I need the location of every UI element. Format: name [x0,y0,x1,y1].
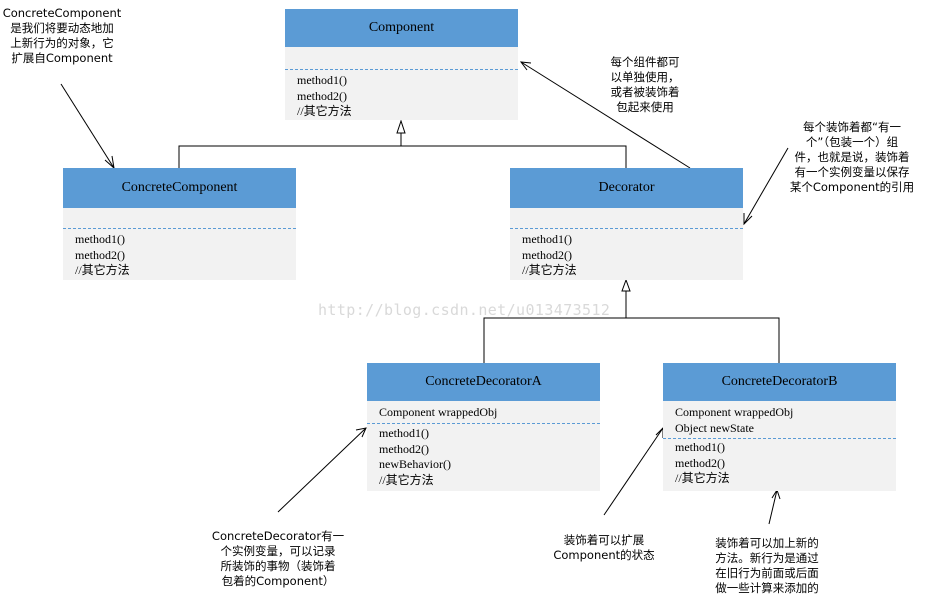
inheritance-line-concrete-component [178,133,402,168]
class-box-component[interactable]: Component method1() method2() //其它方法 [285,9,518,120]
note-pointer-decorator-b-state [603,427,664,516]
attribute: Object newState [675,421,754,435]
note-decorator: 每个装饰着都“有一 个”（包装一个）组 件，也就是说，装饰着 有一个实例变量以保… [784,120,920,195]
note-concrete-component: ConcreteComponent 是我们将要动态地加 上新行为的对象，它 扩展… [2,6,122,66]
watermark-text: http://blog.csdn.net/u013473512 [318,301,611,319]
class-box-concrete-decorator-a[interactable]: ConcreteDecoratorA Component wrappedObj … [367,363,600,491]
class-name-component: Component [285,9,518,47]
operation: method2() [522,247,572,262]
operation: method1() [297,73,347,87]
inheritance-line-decorator-b [626,317,780,363]
class-operations-concrete-component: method1() method2() //其它方法 [63,229,296,279]
note-line: ConcreteDecorator有一 [211,529,345,543]
arrowhead-decorator-a [355,427,367,438]
note-pointer-decorator-b-behavior [768,489,778,525]
class-operations-concrete-decorator-a: method1() method2() newBehavior() //其它方法 [367,424,600,488]
operation: //其它方法 [297,104,352,118]
operation: method1() [75,232,125,246]
class-name-concrete-decorator-a: ConcreteDecoratorA [367,363,600,401]
note-line: 每个装饰着都“有一 [803,120,901,134]
association-line-decorator-component [520,61,691,169]
operation: method2() [379,441,429,456]
operation: newBehavior() [379,457,451,471]
inheritance-line-decorator-a [483,291,627,363]
arrowhead-decorator [743,213,753,226]
operation: //其它方法 [75,263,130,277]
attribute: Component wrappedObj [675,405,794,419]
note-concrete-decorator-b-state: 装饰着可以扩展 Component的状态 [549,533,659,563]
inheritance-arrowhead-component [396,119,406,134]
note-concrete-decorator-b-behavior: 装饰着可以加上新的 方法。新行为是通过 在旧行为前面或后面 做一些计算来添加的 [703,536,831,596]
operation: //其它方法 [379,472,434,487]
class-box-concrete-decorator-b[interactable]: ConcreteDecoratorB Component wrappedObj … [663,363,896,491]
class-attributes-concrete-component [63,208,296,229]
inheritance-line-decorator [401,145,627,168]
arrowhead-concrete-component [104,155,115,170]
class-operations-component: method1() method2() //其它方法 [285,70,518,120]
operation: //其它方法 [522,263,577,277]
note-line: 包起来使用 [616,100,674,114]
inheritance-arrowhead-decorator [621,278,631,292]
operation: method2() [75,247,125,262]
note-line: ConcreteComponent [2,6,122,20]
operation: //其它方法 [675,471,730,485]
class-attributes-concrete-decorator-a: Component wrappedObj [367,401,600,424]
arrowhead-association [519,61,532,71]
note-line: 或者被装饰着 [610,85,680,99]
operation: method2() [297,88,347,103]
note-line: 在旧行为前面或后面 [715,566,819,580]
class-name-decorator: Decorator [510,168,743,208]
note-concrete-decorator-a: ConcreteDecorator有一 个实例变量，可以记录 所装饰的事物（装饰… [208,529,348,589]
note-pointer-decorator-a [277,427,367,513]
class-box-decorator[interactable]: Decorator method1() method2() //其它方法 [510,168,743,280]
note-pointer-decorator [743,147,789,225]
note-line: 是我们将要动态地加 [10,21,114,35]
note-line: 上新行为的对象，它 [10,36,114,50]
note-line: 装饰着可以加上新的 [715,536,819,550]
class-attributes-concrete-decorator-b: Component wrappedObj Object newState [663,401,896,439]
note-line: 某个Component的引用 [789,180,915,194]
attribute: Component wrappedObj [379,405,498,419]
note-line: 扩展自Component [11,51,113,65]
note-pointer-concrete-component [60,83,115,169]
class-operations-concrete-decorator-b: method1() method2() //其它方法 [663,439,896,487]
note-line: 每个组件都可 [610,55,680,69]
note-component: 每个组件都可 以单独使用， 或者被装饰着 包起来使用 [590,55,700,115]
note-line: 个”（包装一个）组 [805,135,899,149]
class-attributes-decorator [510,208,743,229]
operation: method1() [522,232,572,246]
note-line: 有一个实例变量以保存 [794,165,910,179]
note-line: Component的状态 [553,548,655,562]
note-line: 做一些计算来添加的 [715,581,819,595]
note-line: 以单独使用， [610,70,680,84]
note-line: 个实例变量，可以记录 [220,544,336,558]
note-line: 所装饰的事物（装饰着 [220,559,336,573]
note-line: 装饰着可以扩展 [563,533,645,547]
operation: method1() [675,440,725,454]
note-line: 包着的Component） [221,574,335,588]
note-line: 方法。新行为是通过 [715,551,819,565]
operation: method1() [379,426,429,440]
operation: method2() [675,455,725,470]
class-operations-decorator: method1() method2() //其它方法 [510,229,743,279]
class-name-concrete-decorator-b: ConcreteDecoratorB [663,363,896,401]
note-line: 件，也就是说，装饰着 [794,150,910,164]
class-attributes-component [285,47,518,70]
class-name-concrete-component: ConcreteComponent [63,168,296,208]
class-box-concrete-component[interactable]: ConcreteComponent method1() method2() //… [63,168,296,280]
